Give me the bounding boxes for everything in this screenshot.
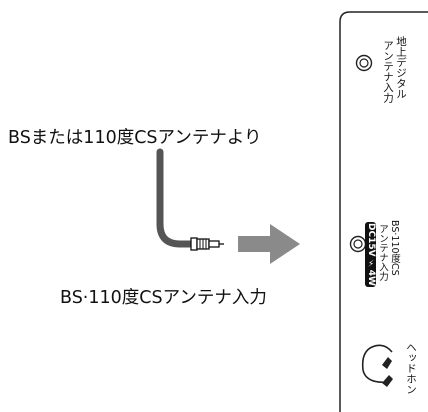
bs-cs-label-line2: アンテナ入力 [377, 224, 388, 281]
f-connector-plug [190, 237, 224, 251]
source-label: BSまたは110度CSアンテナより [8, 128, 262, 148]
bs-cs-antenna-jack [349, 235, 367, 253]
headphone-icon [361, 344, 393, 387]
device-panel-outline [339, 11, 428, 412]
bs-cs-label-line1: BS·110度CS [389, 220, 400, 276]
terrestrial-label-line1: 地上デジタル [395, 36, 407, 99]
bs-cs-power-text: DC15V ⚡4W [365, 222, 376, 287]
headphone-label: ヘッドホン [405, 342, 417, 395]
bs-cs-power-badge: DC15V ⚡4W [365, 222, 377, 287]
terrestrial-antenna-jack [355, 54, 373, 72]
antenna-cable [156, 148, 196, 248]
terrestrial-label-line2: アンテナ入力 [382, 40, 394, 103]
destination-label: BS·110度CSアンテナ入力 [60, 288, 267, 308]
insert-direction-arrow [238, 224, 300, 264]
